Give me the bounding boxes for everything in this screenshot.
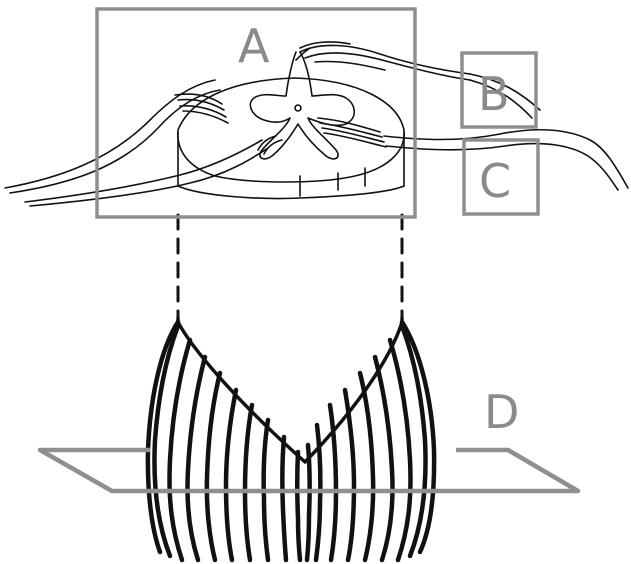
label-c: C [479,154,511,208]
label-b: B [478,67,510,121]
label-d: D [484,385,519,439]
label-a: A [238,19,270,73]
connector-lines [178,215,402,318]
spinal-cord-fiber-bundle [148,318,434,560]
